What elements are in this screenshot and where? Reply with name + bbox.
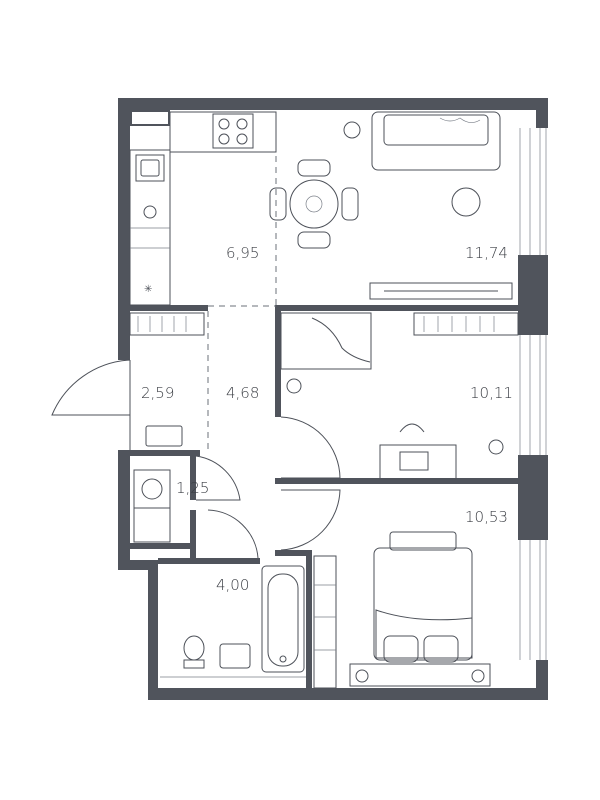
shelf-unit [313,555,337,689]
dining-table [269,159,359,249]
area-toilet: 1,25 [176,479,209,497]
area-bedroom2: 10,53 [465,508,508,526]
toilet-door[interactable] [195,455,241,501]
wall-toilet-right [190,450,196,500]
area-hall: 4,68 [226,384,259,402]
desk-chair [399,423,425,433]
wardrobe-furniture [129,312,205,447]
windows [519,128,547,660]
bedroom2-door[interactable] [280,489,341,551]
window-bedroom1 [519,335,547,455]
window-bedroom2 [519,540,547,660]
washing-machine [133,469,171,509]
bedroom2-furniture [349,531,491,687]
shoe-cabinet [145,425,183,447]
wall-hall-bedroom1 [275,305,281,417]
area-living: 11,74 [465,244,508,262]
wall-living-bedroom [275,305,518,311]
wall-kitchen-wardrobe [130,305,208,311]
sofa [371,111,501,171]
bedroom1-furniture [280,312,519,480]
wall-right-1 [536,98,548,128]
wall-left-lower [118,450,130,570]
faucet-icon [143,205,157,219]
zone-separators [207,112,277,450]
headboard [389,531,457,551]
area-labels: 6,95 11,74 2,59 4,68 10,11 1,25 10,53 4,… [141,244,513,594]
entrance-door[interactable] [51,359,131,450]
kitchen-counter-top [169,111,277,153]
ball-icon [488,439,504,455]
cooktop [212,113,254,149]
wardrobe-rail [129,312,205,336]
wall-bottom [148,688,548,700]
bed-1 [280,312,372,370]
walls [118,98,548,700]
wall-toilet-right-low [190,510,196,564]
wall-bedrooms [275,478,518,484]
bathroom-door[interactable] [207,509,259,559]
area-kitchen: 6,95 [226,244,259,262]
wall-left-bath [148,560,158,700]
sink [135,154,165,182]
dresser [349,663,491,687]
toilet-bowl [183,635,205,661]
bathtub [261,565,305,673]
pouf [451,187,481,217]
kitchen-counter [129,149,171,306]
bathroom-furniture [160,555,337,689]
desk [379,444,457,480]
bedroom1-door[interactable] [280,416,341,479]
wall-toilet-bottom [130,543,196,549]
wall-wardrobe-bottom [118,450,200,456]
wall-right-2 [518,255,548,335]
wall-bath-bedroom2 [306,550,312,690]
ceiling-lamp-icon [343,121,361,139]
wall-left-upper [118,98,130,360]
toilet-furniture [133,469,171,543]
wardrobe-bedroom1 [413,312,519,336]
tv-stand [369,282,513,300]
living-furniture [369,111,513,300]
area-wardrobe: 2,59 [141,384,174,402]
doors [51,359,341,559]
window-living [519,128,547,255]
wall-left-step [118,560,158,570]
ceiling-lamp-icon [286,378,302,394]
bed-2 [373,547,473,661]
area-bathroom: 4,00 [216,576,249,594]
washbasin [219,643,251,669]
wall-right-4 [536,660,548,700]
kitchen-furniture: ✳ [129,111,361,306]
wall-hall-bath [158,558,260,564]
wall-bath-top-right [275,550,312,556]
wall-right-3 [518,455,548,540]
asterisk-icon: ✳ [144,284,152,295]
area-bedroom1: 10,11 [470,384,513,402]
wall-top [118,98,548,110]
